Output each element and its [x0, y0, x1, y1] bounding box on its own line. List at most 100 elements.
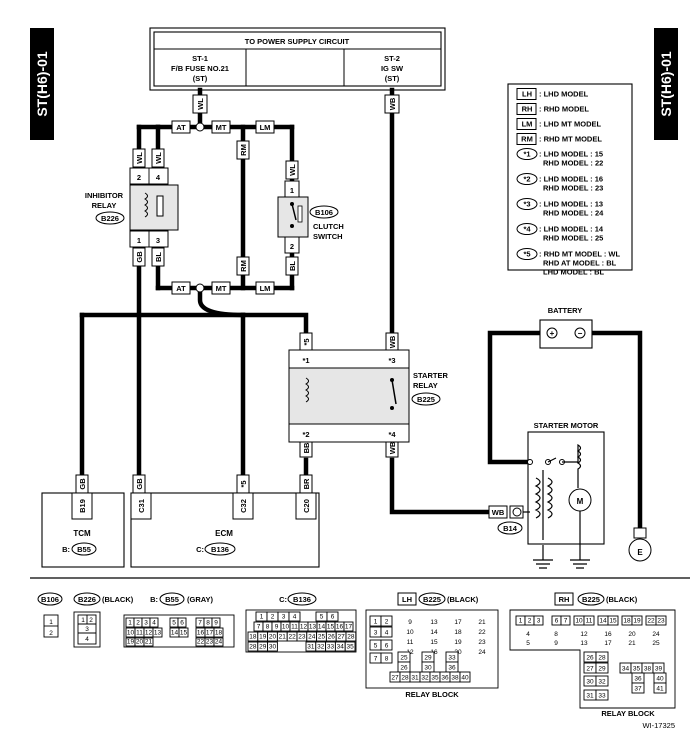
svg-text:6: 6 [331, 614, 335, 621]
svg-text:35: 35 [346, 644, 354, 651]
svg-text:RM: RM [239, 144, 248, 156]
svg-text:31: 31 [307, 644, 315, 651]
side-label-left: ST(H6)-01 [30, 28, 54, 140]
legend-text: RHD MODEL : 23 [543, 184, 603, 193]
svg-text:29: 29 [598, 666, 606, 673]
st2-name: ST-2 [384, 54, 400, 63]
svg-text:LM: LM [260, 284, 271, 293]
legend-text: : LHD MODEL : 16 [539, 175, 603, 184]
svg-text:22: 22 [197, 639, 205, 646]
legend-text: RHD MODEL : 24 [543, 209, 604, 218]
svg-text:12: 12 [300, 624, 308, 631]
svg-text:RM: RM [239, 260, 248, 272]
svg-text:16: 16 [336, 624, 344, 631]
svg-text:E: E [637, 548, 643, 557]
legend-text: : RHD MODEL [539, 105, 589, 114]
svg-text:MT: MT [216, 284, 227, 293]
svg-text:16: 16 [604, 631, 612, 638]
svg-text:5: 5 [374, 643, 378, 650]
legend-key: *1 [523, 150, 530, 159]
svg-text:26: 26 [400, 665, 408, 672]
svg-text:B226: B226 [78, 595, 96, 604]
svg-text:B14: B14 [503, 524, 518, 533]
svg-text:B:: B: [62, 545, 70, 554]
legend-text: RHD MODEL : 25 [543, 234, 603, 243]
power-supply-box: TO POWER SUPPLY CIRCUIT ST-1 F/B FUSE NO… [149, 27, 446, 91]
svg-text:*4: *4 [388, 430, 396, 439]
wire-tags: WL WB AT MT LM RM RM AT MT LM WL WL GB B… [75, 94, 508, 519]
legend-item: LM: LHD MT MODEL [516, 118, 601, 130]
svg-text:GB: GB [78, 478, 87, 490]
svg-text:1: 1 [137, 236, 141, 245]
svg-text:WB: WB [388, 335, 397, 348]
svg-text:10: 10 [282, 624, 290, 631]
svg-text:31: 31 [411, 675, 419, 682]
svg-text:LM: LM [260, 123, 271, 132]
svg-text:*1: *1 [302, 356, 309, 365]
svg-text:29: 29 [259, 644, 267, 651]
svg-text:22: 22 [647, 618, 655, 625]
svg-text:16: 16 [197, 630, 205, 637]
svg-text:B225: B225 [417, 395, 435, 404]
svg-text:23: 23 [206, 639, 214, 646]
svg-text:33: 33 [327, 644, 335, 651]
svg-text:8: 8 [385, 656, 389, 663]
svg-text:22: 22 [288, 634, 296, 641]
svg-text:B:: B: [150, 595, 158, 604]
svg-text:B226: B226 [101, 214, 119, 223]
svg-text:B225: B225 [582, 595, 600, 604]
svg-text:28: 28 [249, 644, 257, 651]
svg-text:37: 37 [634, 686, 642, 693]
svg-text:4: 4 [85, 636, 89, 643]
tcm-module: B19 TCM B: B55 [41, 492, 125, 568]
connector-b106: B106 1 2 [37, 592, 63, 638]
legend-text: : RHD MT MODEL : WL [539, 250, 621, 259]
legend-text: RHD AT MODEL : BL [543, 259, 617, 268]
svg-text:12: 12 [580, 631, 588, 638]
svg-text:+: + [550, 329, 555, 338]
svg-text:13: 13 [309, 624, 317, 631]
svg-text:20: 20 [269, 634, 277, 641]
svg-text:BATTERY: BATTERY [548, 306, 583, 315]
svg-text:3: 3 [374, 630, 378, 637]
svg-text:36: 36 [634, 676, 642, 683]
svg-text:12: 12 [145, 630, 153, 637]
svg-text:35: 35 [431, 675, 439, 682]
ground-e: E [628, 527, 652, 562]
legend-key: *3 [523, 200, 530, 209]
svg-text:(BLACK): (BLACK) [606, 595, 638, 604]
st1-name: ST-1 [192, 54, 208, 63]
svg-text:21: 21 [145, 639, 153, 646]
svg-text:24: 24 [308, 634, 316, 641]
svg-text:23: 23 [478, 639, 486, 646]
svg-text:38: 38 [451, 675, 459, 682]
svg-text:RELAY BLOCK: RELAY BLOCK [601, 709, 655, 718]
svg-text:(BLACK): (BLACK) [447, 595, 479, 604]
svg-text:14: 14 [430, 629, 438, 636]
legend-item: RH: RHD MODEL [516, 103, 589, 115]
svg-text:28: 28 [401, 675, 409, 682]
svg-text:(GRAY): (GRAY) [187, 595, 213, 604]
svg-text:32: 32 [421, 675, 429, 682]
svg-text:18: 18 [623, 618, 631, 625]
svg-text:13: 13 [430, 619, 438, 626]
svg-text:32: 32 [598, 679, 606, 686]
svg-text:2: 2 [290, 242, 294, 251]
svg-text:25: 25 [400, 655, 408, 662]
svg-text:AT: AT [176, 284, 186, 293]
svg-text:9: 9 [275, 624, 279, 631]
legend-key: RM [521, 135, 533, 144]
svg-text:SWITCH: SWITCH [313, 232, 343, 241]
svg-text:3: 3 [85, 626, 89, 633]
svg-text:23: 23 [657, 618, 665, 625]
svg-text:7: 7 [374, 656, 378, 663]
svg-text:RH: RH [559, 595, 570, 604]
legend-text: : LHD MT MODEL [539, 120, 601, 129]
svg-text:18: 18 [454, 629, 462, 636]
